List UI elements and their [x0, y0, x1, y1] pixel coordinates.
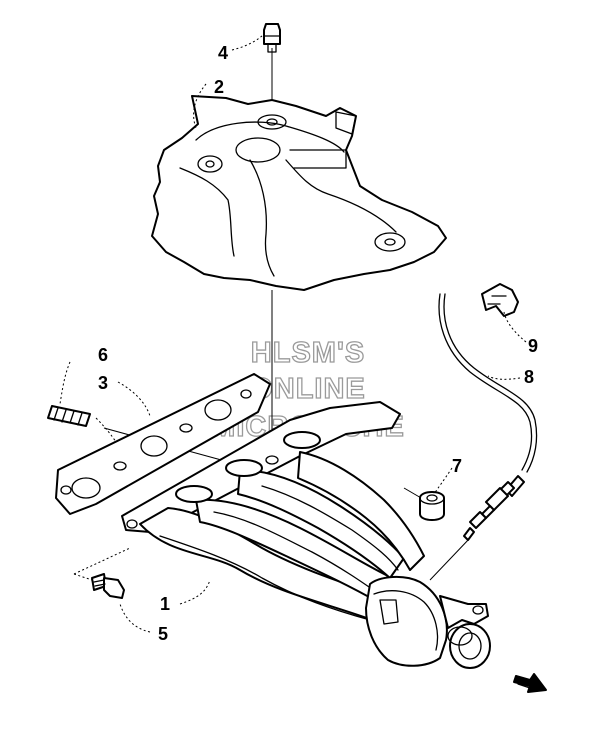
watermark-line-1: HLSM'S — [251, 337, 365, 369]
callout-6[interactable]: 6 — [98, 345, 108, 365]
callout-9[interactable]: 9 — [528, 336, 538, 356]
shield-bolt-icon[interactable] — [263, 23, 281, 53]
manifold-bolt-icon[interactable] — [91, 573, 125, 599]
callout-3[interactable]: 3 — [98, 373, 108, 393]
callout-7[interactable]: 7 — [452, 456, 462, 476]
clip-icon[interactable] — [481, 283, 519, 317]
callouts: 4 2 6 3 9 8 7 1 5 — [98, 43, 538, 644]
leader-lines — [59, 33, 527, 633]
callout-1[interactable]: 1 — [160, 594, 170, 614]
callout-2[interactable]: 2 — [214, 77, 224, 97]
manifold-gasket-icon[interactable] — [55, 373, 271, 515]
heat-shield-icon[interactable] — [151, 95, 447, 291]
spacer-icon[interactable] — [419, 491, 445, 521]
callout-4[interactable]: 4 — [218, 43, 228, 63]
exhaust-manifold-icon[interactable] — [121, 401, 491, 669]
stud-icon[interactable] — [47, 405, 91, 427]
callout-5[interactable]: 5 — [158, 624, 168, 644]
oxygen-sensor-icon[interactable] — [438, 293, 538, 541]
callout-8[interactable]: 8 — [524, 367, 534, 387]
front-arrow-icon — [513, 673, 547, 693]
